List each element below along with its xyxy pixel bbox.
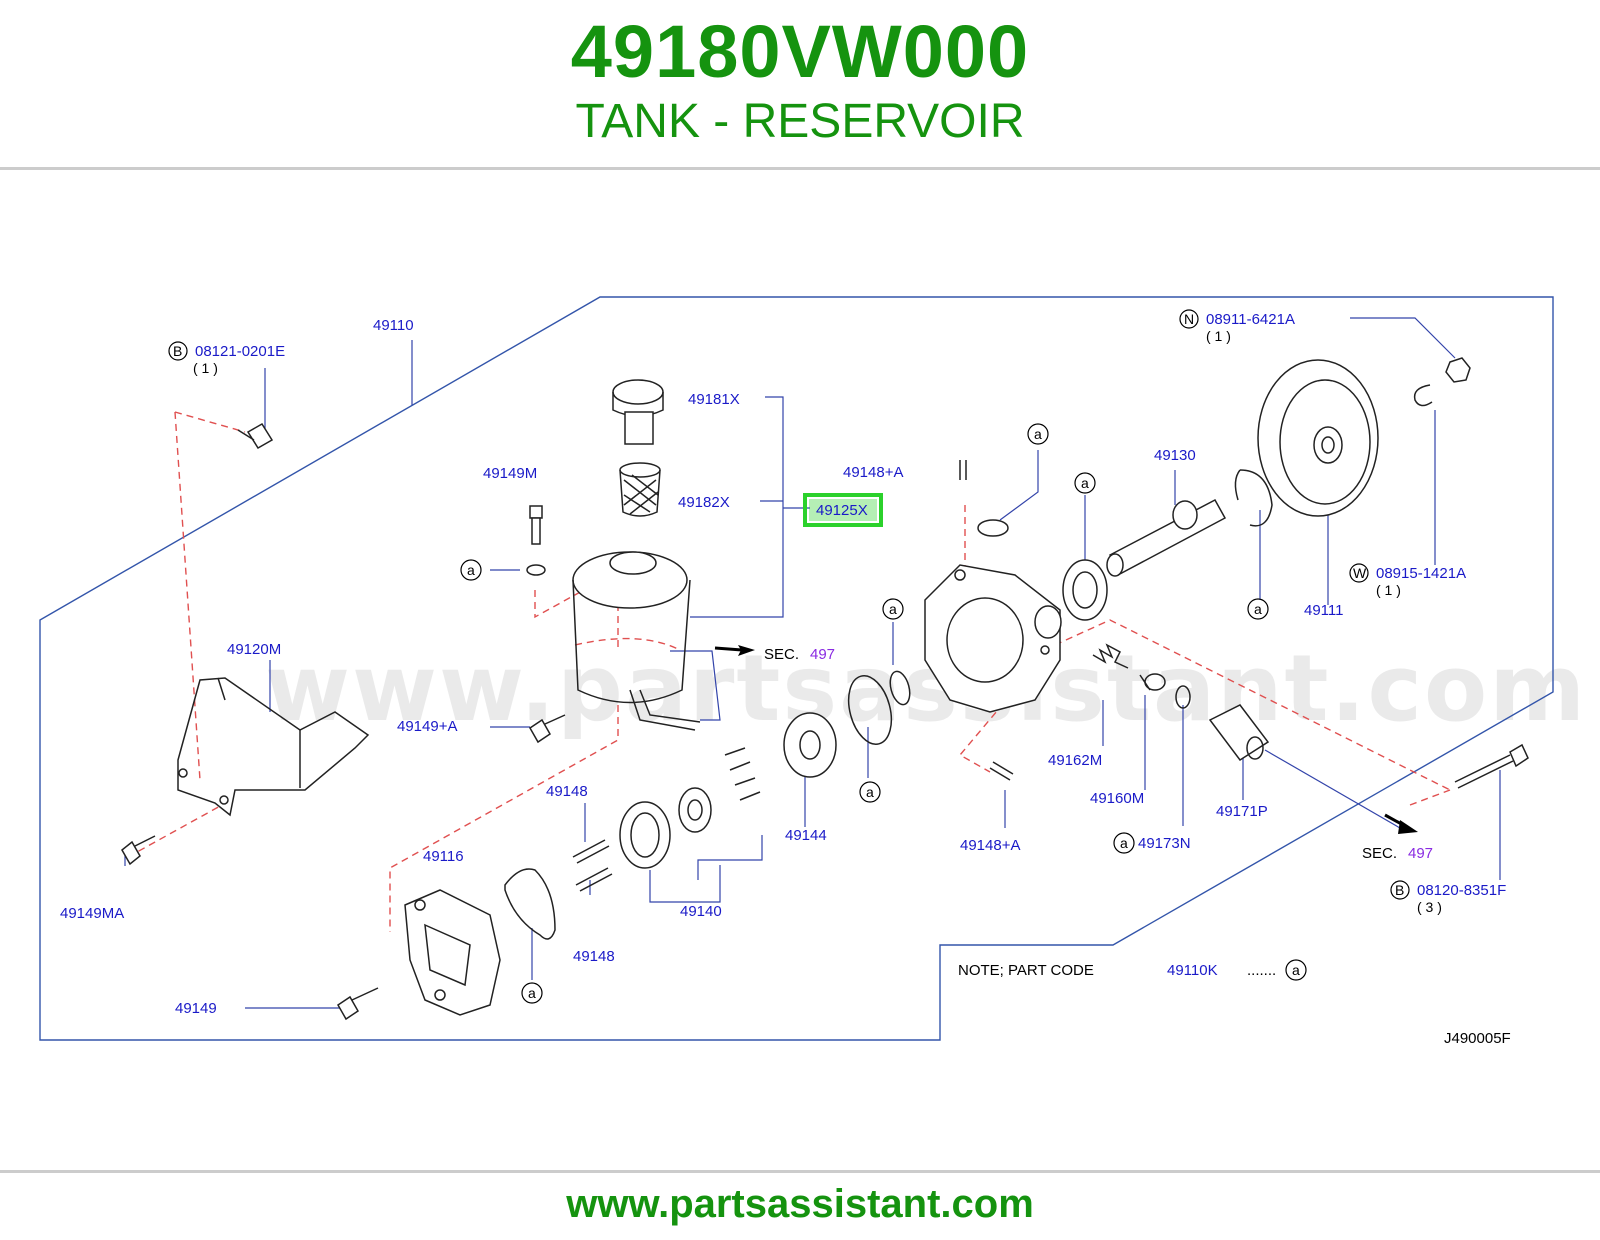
part-label-49111[interactable]: 49111 — [1304, 602, 1344, 619]
strainer-icon — [619, 462, 661, 517]
mark-a-group: a a a a a a a a a — [460, 423, 1307, 1004]
qty-label: ( 3 ) — [1417, 899, 1442, 915]
part-label-49125x[interactable]: 49125X — [816, 502, 868, 519]
qty-label: ( 1 ) — [193, 360, 218, 376]
part-label-49171p[interactable]: 49171P — [1216, 803, 1268, 820]
qty-label: ( 1 ) — [1206, 328, 1231, 344]
mark-b: B — [1395, 882, 1404, 898]
mark-n: N — [1184, 311, 1194, 327]
part-label-49120m[interactable]: 49120M — [227, 641, 281, 658]
part-label-49148[interactable]: 49148 — [546, 783, 588, 800]
snap-ring-icon — [1234, 384, 1433, 527]
bolt-icon — [121, 835, 156, 866]
mark-a: a — [1292, 962, 1300, 978]
drawing-id: J490005F — [1444, 1030, 1511, 1047]
pin-icon — [959, 460, 1014, 781]
connector-icon — [1208, 704, 1270, 762]
part-label-49116[interactable]: 49116 — [423, 848, 464, 865]
spring-icon — [1092, 643, 1166, 691]
footer-url-link[interactable]: www.partsassistant.com — [566, 1182, 1034, 1226]
part-label-49181x[interactable]: 49181X — [688, 391, 740, 408]
highlight-fill — [809, 499, 877, 521]
note-part-code[interactable]: 49110K — [1167, 962, 1218, 979]
sec-label: SEC. — [1362, 845, 1397, 862]
part-label-49149ma[interactable]: 49149MA — [60, 905, 124, 922]
gasket-icon — [504, 868, 556, 940]
part-label-08121-0201e[interactable]: 08121-0201E — [195, 343, 285, 360]
bolt-icon — [337, 987, 379, 1021]
part-name: TANK - RESERVOIR — [575, 95, 1025, 148]
part-label-49149[interactable]: 49149 — [175, 1000, 217, 1017]
part-label-08911-6421a[interactable]: 08911-6421A — [1206, 311, 1295, 328]
mark-a: a — [1254, 601, 1262, 617]
pulley-icon — [1257, 359, 1379, 517]
highlight-box — [803, 493, 883, 527]
part-label-49148[interactable]: 49148 — [573, 948, 615, 965]
vane-icon — [724, 747, 761, 801]
mark-a: a — [889, 601, 897, 617]
assembly-frame — [39, 296, 1554, 1041]
reservoir-tank-icon — [572, 551, 701, 731]
part-label-49148-a[interactable]: 49148+A — [960, 837, 1020, 854]
part-label-08915-1421a[interactable]: 08915-1421A — [1376, 565, 1466, 582]
footer-divider — [0, 1170, 1600, 1173]
bracket-icon — [177, 677, 370, 817]
bolt-icon — [237, 422, 274, 450]
reservoir-cap-icon — [612, 379, 664, 445]
o-ring-icon — [847, 519, 1191, 745]
part-label-49162m[interactable]: 49162M — [1048, 752, 1102, 769]
rear-housing-icon — [404, 889, 501, 1016]
part-label-49130[interactable]: 49130 — [1154, 447, 1196, 464]
qty-label: ( 1 ) — [1376, 582, 1401, 598]
nut-icon — [1445, 357, 1471, 383]
header: 49180VW000 TANK - RESERVOIR — [0, 0, 1600, 168]
mark-a: a — [467, 562, 475, 578]
part-label-49144[interactable]: 49144 — [785, 827, 827, 844]
bolt-icon — [526, 505, 546, 576]
mark-a: a — [1034, 426, 1042, 442]
mark-a: a — [1120, 835, 1128, 851]
mark-w: W — [1353, 565, 1367, 581]
mark-b: B — [173, 343, 182, 359]
sec-label: SEC. — [764, 646, 799, 663]
part-label-49110[interactable]: 49110 — [373, 317, 414, 334]
part-label-49160m[interactable]: 49160M — [1090, 790, 1144, 807]
part-label-49148-a[interactable]: 49148+A — [843, 464, 903, 481]
sec-arrow-icon — [738, 645, 755, 656]
seal-icon — [1062, 559, 1108, 621]
bolt-icon — [529, 714, 566, 744]
side-plate-icon — [783, 712, 837, 778]
pin-icon — [572, 839, 613, 892]
shaft-icon — [1106, 498, 1227, 577]
mark-a: a — [866, 784, 874, 800]
note-text: NOTE; PART CODE — [958, 962, 1094, 979]
mark-a: a — [1081, 475, 1089, 491]
part-label-49173n[interactable]: 49173N — [1138, 835, 1191, 852]
cam-ring-icon — [619, 787, 712, 869]
part-label-49149m[interactable]: 49149M — [483, 465, 537, 482]
mark-a: a — [528, 985, 536, 1001]
long-bolt-icon — [1454, 743, 1529, 789]
part-label-49140[interactable]: 49140 — [680, 903, 722, 920]
leader-lines — [124, 317, 1501, 1009]
header-divider — [0, 167, 1600, 170]
note-dots: ....... — [1247, 962, 1276, 979]
part-number: 49180VW000 — [570, 10, 1030, 93]
pump-body-icon — [924, 564, 1062, 713]
sec-ref-497[interactable]: 497 — [810, 646, 835, 663]
part-label-49149a[interactable]: 49149+A — [397, 718, 457, 735]
part-label-08120-8351f[interactable]: 08120-8351F — [1417, 882, 1506, 899]
part-label-49182x[interactable]: 49182X — [678, 494, 730, 511]
sec-ref-497[interactable]: 497 — [1408, 845, 1433, 862]
